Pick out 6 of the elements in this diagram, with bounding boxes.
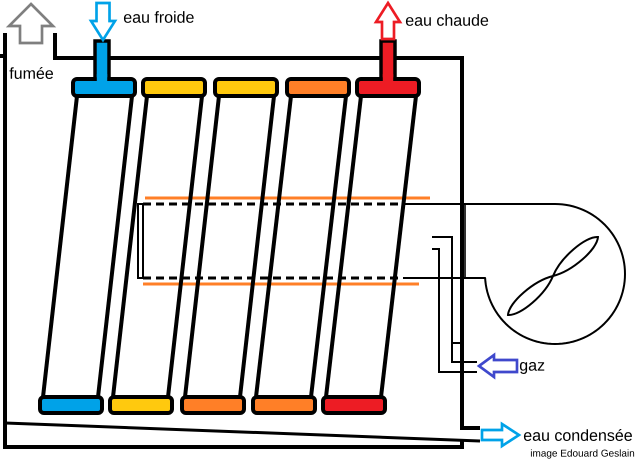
flow-label: eau condensée	[524, 429, 632, 441]
flow-label: gaz	[520, 362, 544, 374]
flow-label: fumée	[10, 67, 54, 79]
flow-label: eau froide	[124, 11, 194, 23]
flow-label: eau chaude	[406, 14, 488, 26]
image-credit: image Edouard Geslain	[530, 449, 634, 459]
